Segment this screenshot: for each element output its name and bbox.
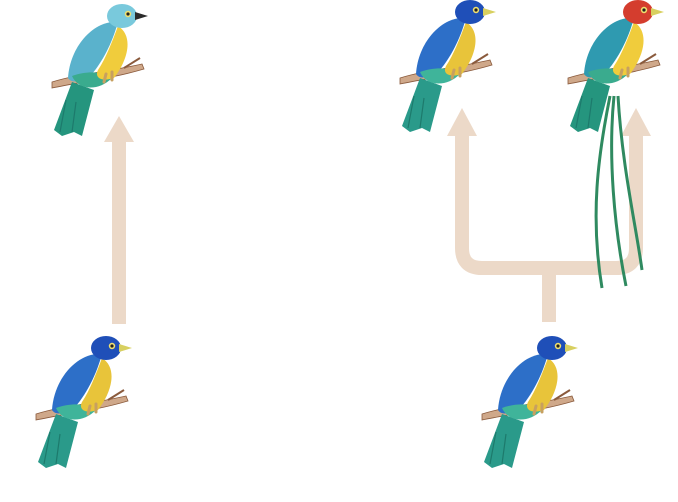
bird-eye [474,8,477,11]
arrow-shaft [112,140,126,324]
bird-eye [110,344,113,347]
bird-eye [556,344,559,347]
bird-head [455,0,485,24]
bird-eye [642,8,645,11]
bird-eye [126,12,129,15]
bird-head [623,0,653,24]
bird-head [107,4,137,28]
bird-head [537,336,567,360]
bird-head [91,336,121,360]
